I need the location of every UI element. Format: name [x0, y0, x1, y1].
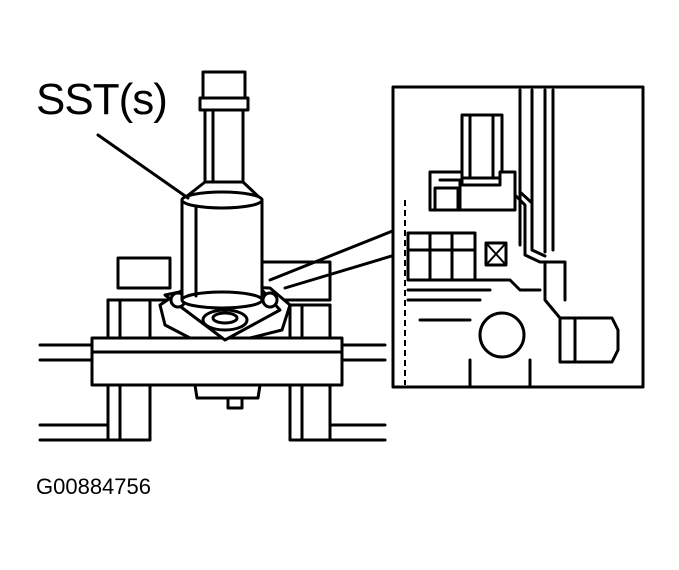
sst-label: SST(s): [36, 75, 168, 124]
sst-leader-line: [96, 133, 190, 200]
figure-code: G00884756: [36, 474, 151, 499]
inset-pointer: [268, 228, 397, 290]
inset-detail: [391, 85, 645, 389]
sst-tool: [180, 70, 264, 310]
